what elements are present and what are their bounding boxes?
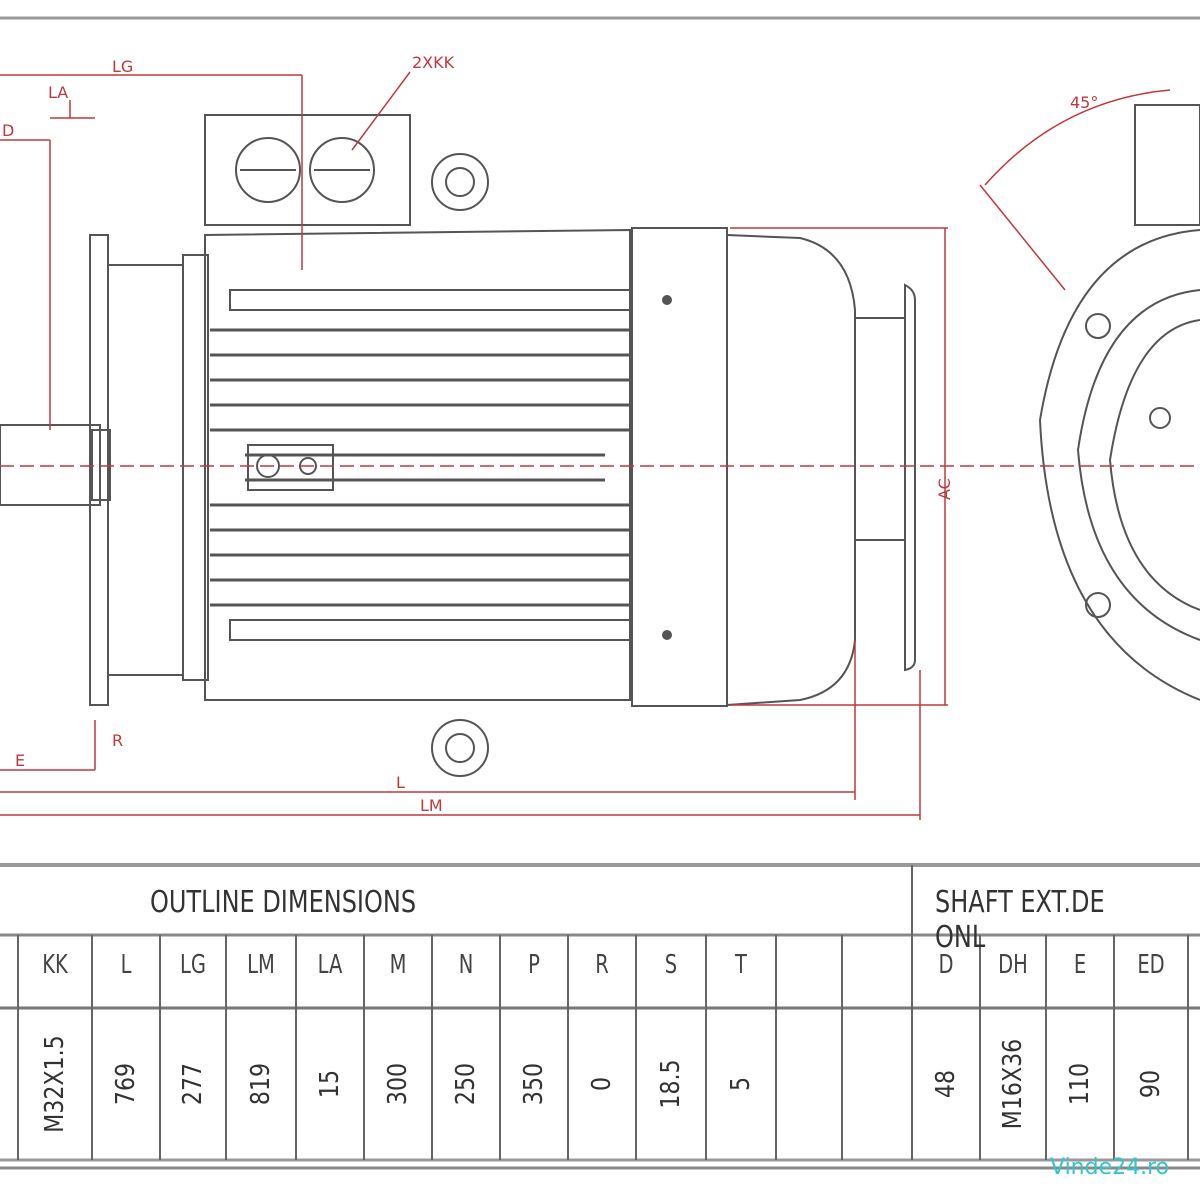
table-value-dh: M16X36 <box>998 1038 1028 1130</box>
shaft-extension-title: SHAFT EXT.DE ONL <box>935 885 1105 955</box>
table-header-s: S <box>664 950 678 980</box>
dimension-table-grid <box>0 863 1200 1170</box>
table-value-d: 48 <box>931 1069 961 1099</box>
label-ac: AC <box>935 478 954 500</box>
table-header-lg: LG <box>180 950 206 980</box>
table-value-la: 15 <box>315 1069 345 1099</box>
table-header-n: N <box>458 950 474 980</box>
table-header-lm: LM <box>247 950 275 980</box>
table-header-l: L <box>120 950 132 980</box>
table-header-d: D <box>938 950 954 980</box>
table-header-t: T <box>735 950 747 980</box>
label-angle: 45° <box>1070 93 1098 112</box>
label-e: E <box>15 751 25 770</box>
table-value-kk: M32X1.5 <box>40 1035 70 1133</box>
table-value-lm: 819 <box>246 1062 276 1106</box>
table-value-t: 5 <box>726 1076 756 1092</box>
table-value-m: 300 <box>383 1062 413 1106</box>
table-value-lg: 277 <box>178 1062 208 1106</box>
label-r: R <box>112 731 123 750</box>
label-d: D <box>2 121 14 140</box>
table-header-p: P <box>528 950 540 980</box>
table-header-ed: ED <box>1137 950 1165 980</box>
outline-dimensions-title: OUTLINE DIMENSIONS <box>150 885 417 920</box>
label-lg: LG <box>112 57 133 76</box>
table-header-kk: KK <box>42 950 68 980</box>
table-value-n: 250 <box>451 1062 481 1106</box>
label-kk: 2XKK <box>412 53 455 72</box>
table-value-p: 350 <box>519 1062 549 1106</box>
table-value-ed: 90 <box>1136 1069 1166 1099</box>
table-value-e: 110 <box>1065 1062 1095 1106</box>
label-lm: LM <box>420 796 443 815</box>
table-header-r: R <box>595 950 609 980</box>
table-header-dh: DH <box>998 950 1028 980</box>
table-value-r: 0 <box>587 1076 617 1092</box>
watermark: Vinde24.ro <box>1050 1155 1170 1180</box>
table-header-la: LA <box>317 950 343 980</box>
table-header-e: E <box>1073 950 1087 980</box>
motor-side-view <box>0 16 1200 777</box>
label-l: L <box>396 773 405 792</box>
table-value-l: 769 <box>111 1062 141 1106</box>
table-header-m: M <box>389 950 407 980</box>
label-la: LA <box>48 83 68 102</box>
dimension-lines <box>0 71 1200 820</box>
table-value-s: 18.5 <box>656 1059 686 1109</box>
